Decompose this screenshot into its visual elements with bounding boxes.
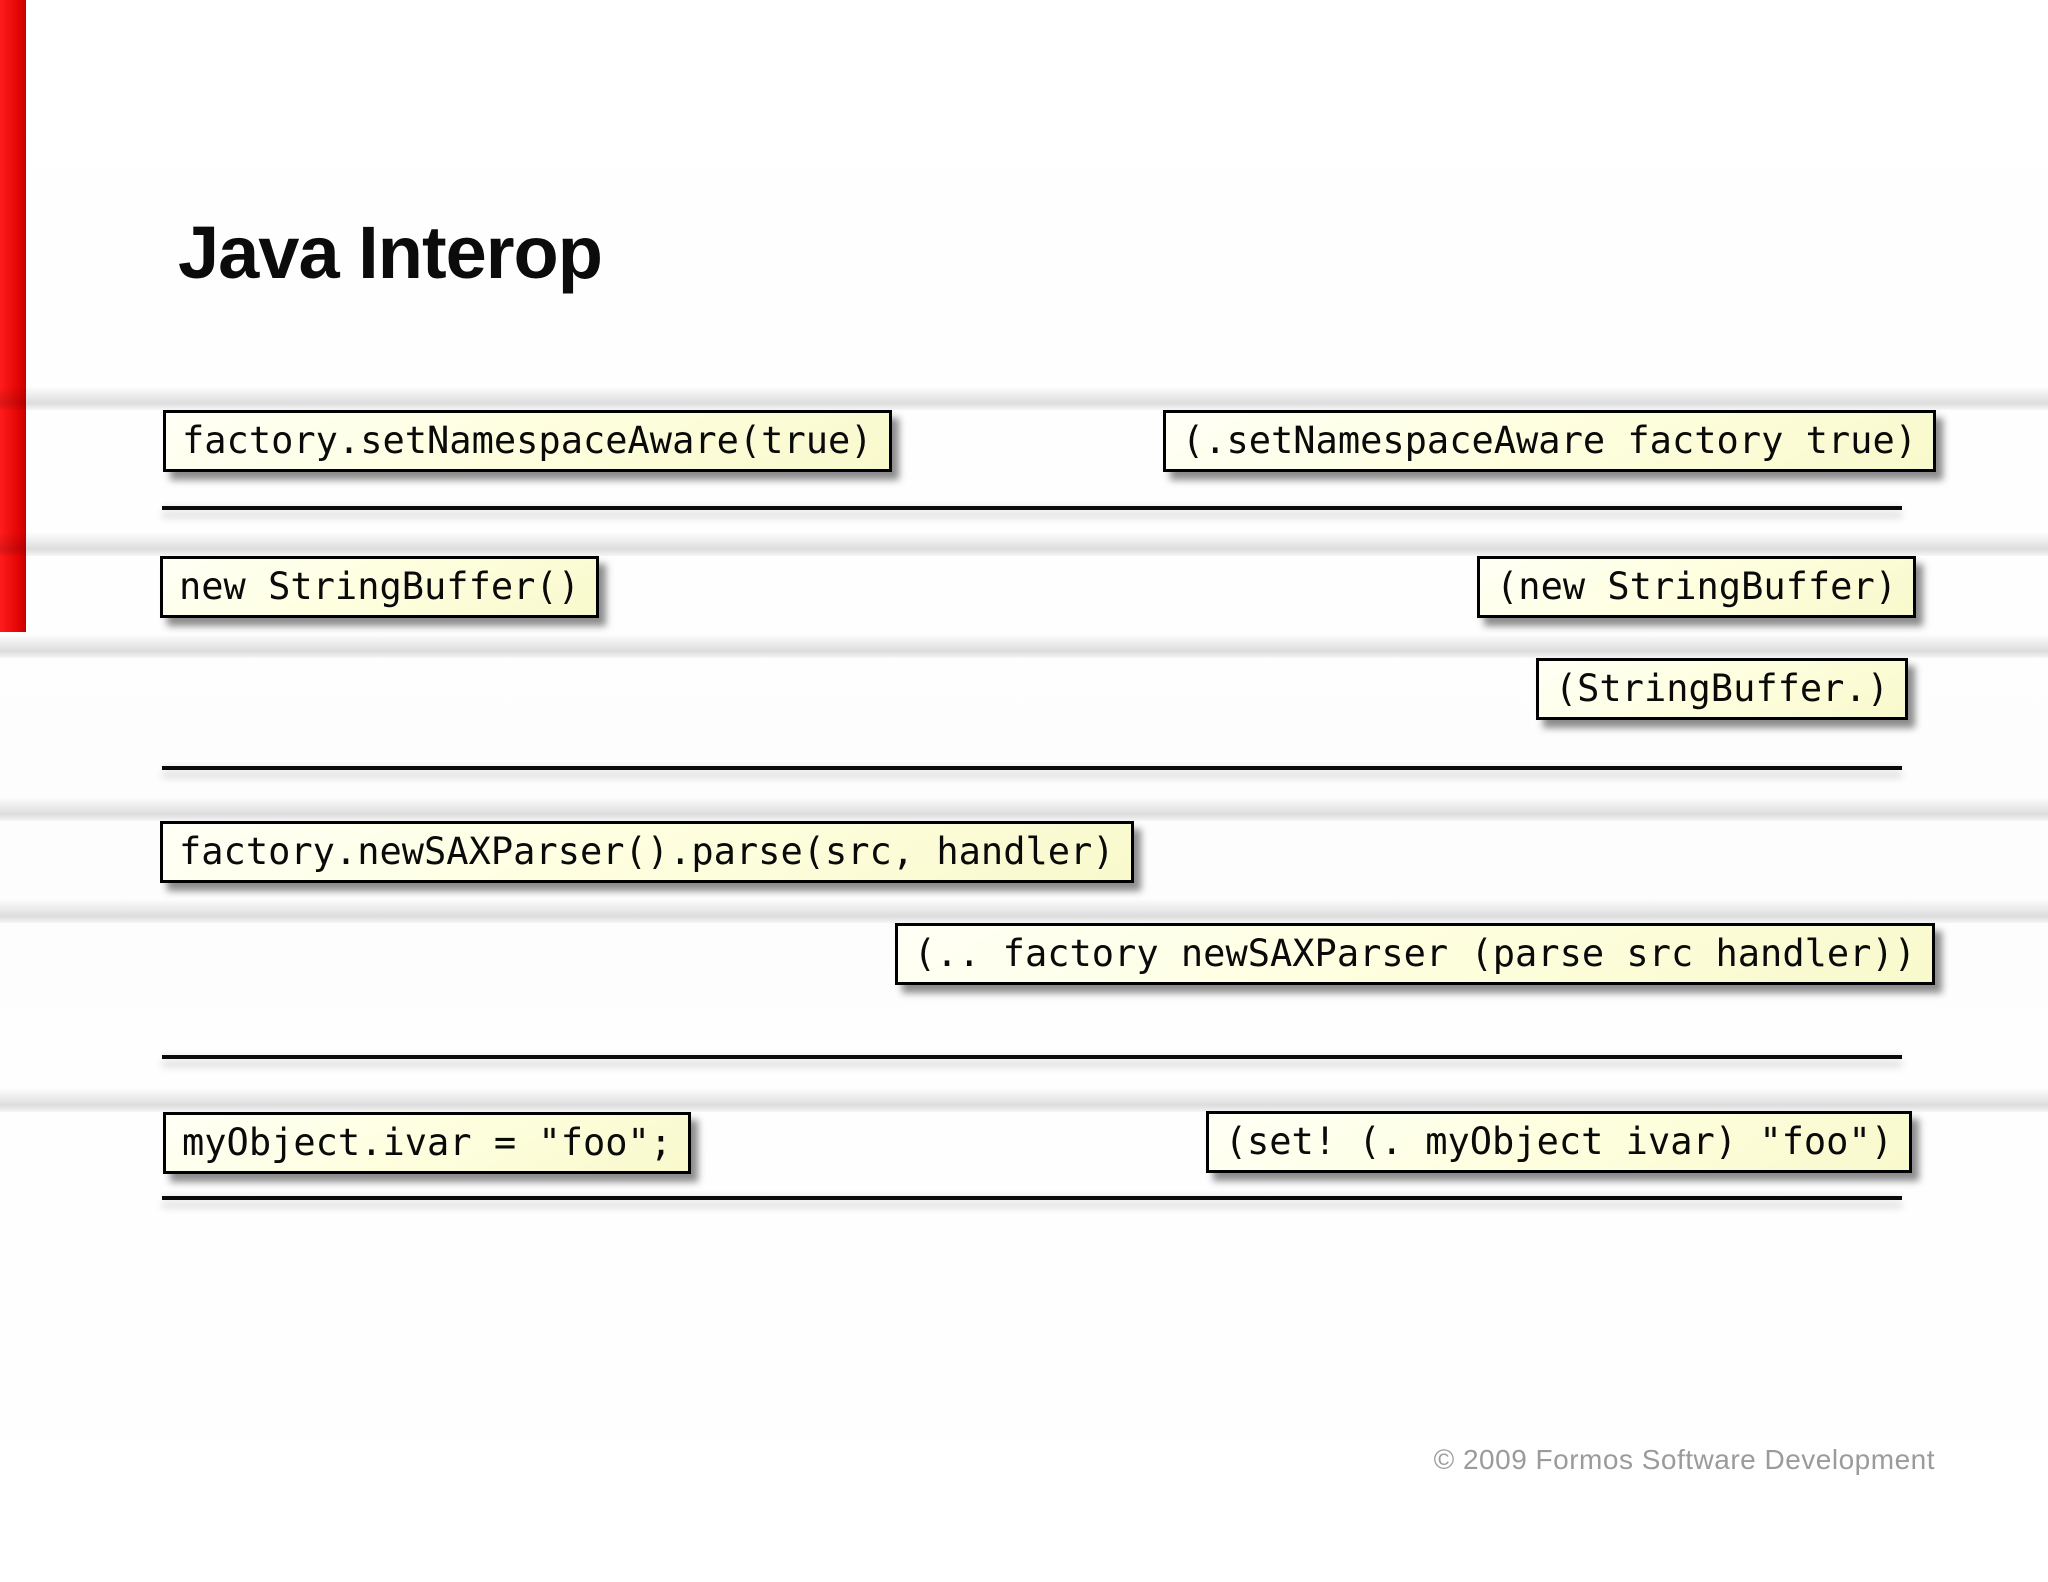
copyright-text: © 2009 Formos Software Development — [1433, 1444, 1935, 1475]
shelf-shadow — [0, 386, 2048, 410]
clojure-code-box-row4: (set! (. myObject ivar) "foo") — [1205, 1111, 1912, 1173]
shelf-shadow — [0, 634, 2048, 658]
clojure-code-box-row2-a: (new StringBuffer) — [1477, 556, 1916, 618]
clojure-code-box-row3: (.. factory newSAXParser (parse src hand… — [894, 923, 1935, 985]
slide-title: Java Interop — [178, 210, 603, 294]
shelf-shadow — [0, 899, 2048, 923]
clojure-code-box-row1: (.setNamespaceAware factory true) — [1162, 410, 1936, 472]
shelf-shadow — [0, 532, 2048, 556]
divider-line-4 — [162, 1196, 1902, 1200]
java-code-box-row4: myObject.ivar = "foo"; — [163, 1112, 692, 1174]
shelf-shadow — [0, 797, 2048, 821]
divider-line-1 — [162, 506, 1902, 510]
java-code-box-row1: factory.setNamespaceAware(true) — [163, 410, 892, 472]
java-code-box-row3: factory.newSAXParser().parse(src, handle… — [160, 821, 1134, 883]
red-accent-bar — [0, 0, 26, 632]
clojure-code-box-row2-b: (StringBuffer.) — [1535, 658, 1908, 720]
divider-line-3 — [162, 1055, 1902, 1059]
divider-line-2 — [162, 766, 1902, 770]
java-code-box-row2: new StringBuffer() — [160, 556, 599, 618]
shelf-shadow — [0, 1088, 2048, 1112]
